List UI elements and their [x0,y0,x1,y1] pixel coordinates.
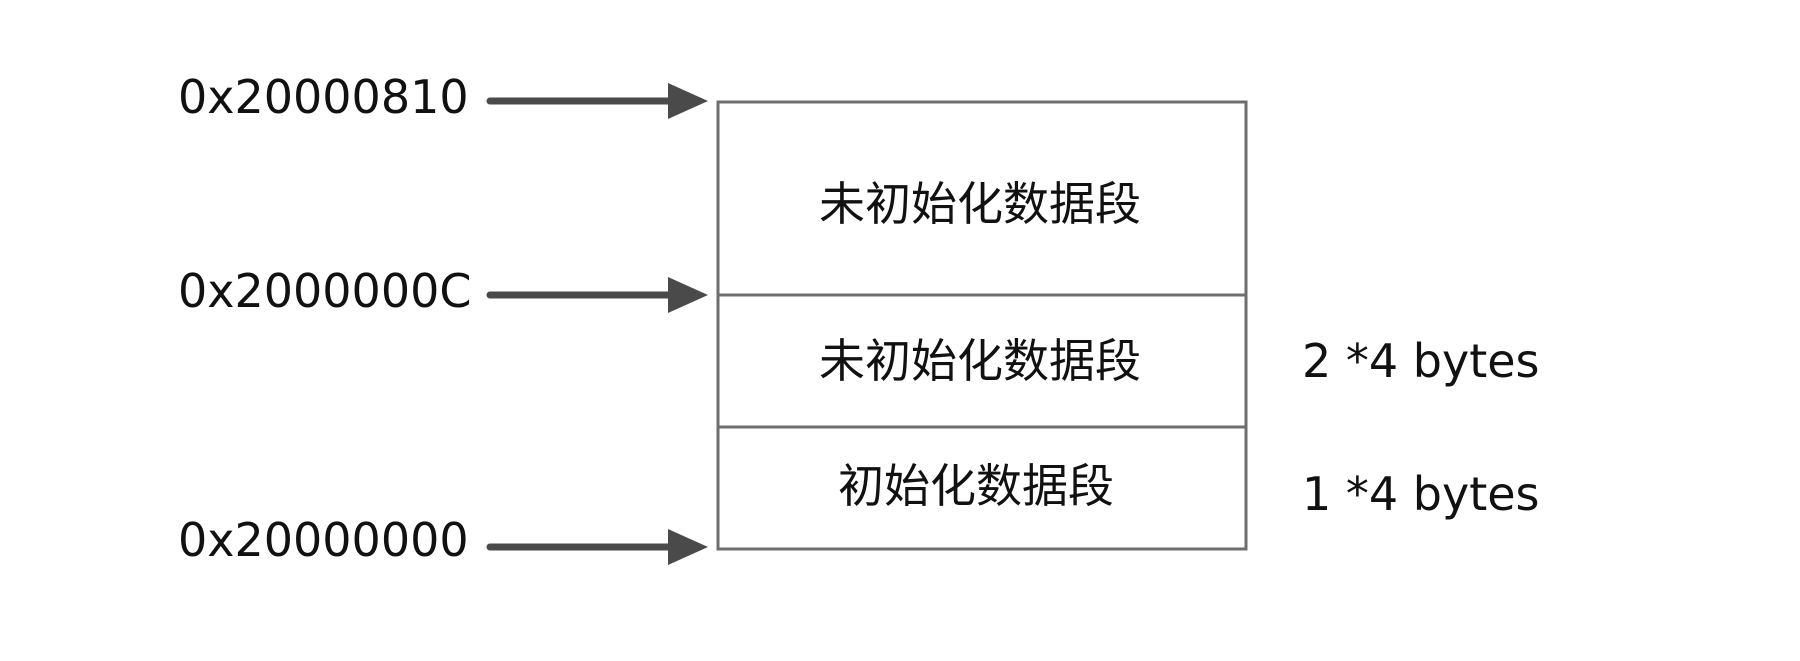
segment-label-bss-upper: 未初始化数据段 [819,177,1141,231]
segment-label-bss-lower: 未初始化数据段 [819,334,1141,388]
arrow-top [486,83,708,119]
arrow-mid [486,277,708,313]
segment-box-data [716,425,1248,551]
segment-box-bss-upper [716,100,1248,297]
address-label-base: 0x20000000 [178,513,469,567]
address-label-top: 0x20000810 [178,70,469,124]
segment-box-bss-lower [716,293,1248,429]
segment-label-data: 初始化数据段 [838,459,1114,513]
address-label-mid: 0x2000000C [178,264,471,318]
arrow-base [486,529,708,565]
size-label-bss-lower: 2 *4 bytes [1302,334,1540,388]
size-label-data: 1 *4 bytes [1302,467,1540,521]
